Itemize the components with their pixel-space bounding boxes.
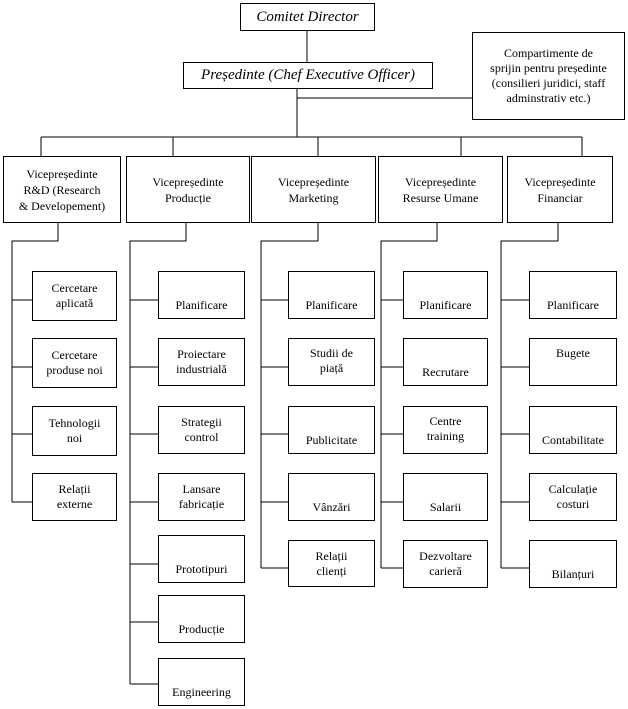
unit-box: Engineering (158, 658, 245, 706)
unit-box: Publicitate (288, 406, 375, 454)
connector-rnd-spine (11, 223, 59, 502)
unit-box: Strategii control (158, 406, 245, 454)
vp-hr-box: Vicepreședinte Resurse Umane (378, 156, 503, 223)
connector-mkt-spine (260, 223, 319, 568)
unit-box: Relații externe (32, 473, 117, 521)
unit-box: Cercetare aplicată (32, 271, 117, 321)
unit-box: Proiectare industrială (158, 338, 245, 386)
unit-box: Dezvoltare carieră (403, 540, 488, 588)
connector-prod-spine (129, 223, 187, 684)
unit-box: Centre training (403, 406, 488, 454)
unit-box: Planificare (288, 271, 375, 319)
unit-box: Lansare fabricație (158, 473, 245, 521)
unit-box: Tehnologii noi (32, 406, 117, 456)
board-box: Comitet Director (240, 3, 375, 31)
unit-box: Planificare (403, 271, 488, 319)
unit-box: Cercetare produse noi (32, 338, 117, 388)
vp-finance-box: Vicepreședinte Financiar (507, 156, 613, 223)
support-box: Compartimente de sprijin pentru președin… (472, 32, 625, 120)
unit-box: Calculație costuri (529, 473, 617, 521)
unit-box: Producție (158, 595, 245, 643)
unit-box: Planificare (529, 271, 617, 319)
unit-box: Bilanțuri (529, 540, 617, 588)
unit-box: Relații clienți (288, 540, 375, 587)
ceo-box: Președinte (Chef Executive Officer) (183, 62, 433, 89)
connector-fin-spine (500, 223, 559, 568)
unit-box: Prototipuri (158, 535, 245, 583)
unit-box: Studii de piață (288, 338, 375, 386)
unit-box: Salarii (403, 473, 488, 521)
unit-box: Contabilitate (529, 406, 617, 454)
unit-box: Planificare (158, 271, 245, 319)
connector-hr-spine (380, 223, 438, 568)
vp-production-box: Vicepreședinte Producție (126, 156, 250, 223)
unit-box: Bugete (529, 338, 617, 386)
unit-box: Vânzări (288, 473, 375, 521)
vp-rnd-box: Vicepreședinte R&D (Research & Developem… (3, 156, 121, 223)
vp-marketing-box: Vicepreședinte Marketing (251, 156, 376, 223)
unit-box: Recrutare (403, 338, 488, 386)
